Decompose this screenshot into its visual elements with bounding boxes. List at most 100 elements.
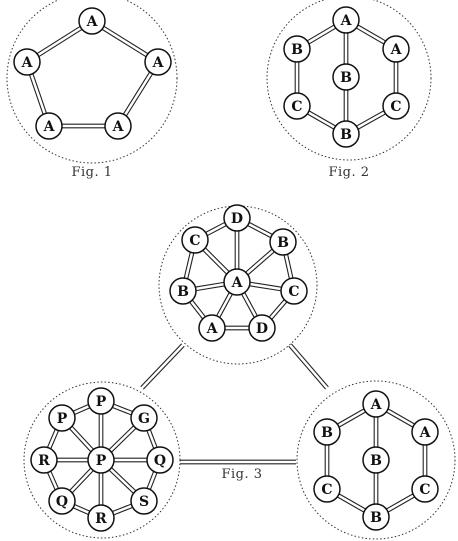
node-circle: [104, 112, 132, 140]
node-label: C: [189, 233, 200, 249]
fig3-top-node-t6: C: [280, 277, 308, 305]
edge-r5-r7: [337, 493, 366, 513]
node-circle: [411, 418, 439, 446]
node-label: A: [390, 42, 403, 58]
node-circle: [48, 404, 76, 432]
node-label: A: [206, 321, 219, 337]
edge-f1c-f1e: [122, 71, 154, 117]
edge-t4-t8: [241, 292, 258, 318]
edge-f2a-f2c: [356, 24, 386, 45]
edge-l5-l6: [114, 457, 147, 463]
fig2-node-f2d: B: [332, 63, 360, 91]
fig1-node-f1c: A: [144, 48, 172, 76]
link-top-left: [140, 343, 185, 390]
edge-f2f-f2g: [356, 110, 386, 130]
node-circle: [181, 226, 209, 254]
edge-t6-t8: [268, 299, 288, 320]
fig2-ring: [266, 0, 432, 161]
fig3-right-node-r7: B: [362, 503, 390, 531]
node-label: B: [277, 235, 289, 251]
edge-t2-t5: [183, 252, 195, 279]
link-left-right: [180, 459, 296, 465]
node-circle: [146, 446, 174, 474]
fig3-left-node-l6: Q: [146, 446, 174, 474]
fig3-left-node-l4: R: [30, 446, 58, 474]
node-label: A: [152, 55, 165, 71]
node-circle: [223, 268, 251, 296]
edge-r1-r3: [386, 408, 415, 428]
node-circle: [283, 35, 311, 63]
fig1-node-f1b: A: [13, 48, 41, 76]
edge-t1-t3: [247, 221, 273, 239]
node-label: A: [112, 119, 125, 135]
edge-t1-t2: [205, 221, 227, 237]
edge-f2d-f2g: [343, 90, 349, 121]
node-label: A: [231, 275, 244, 291]
node-circle: [223, 204, 251, 232]
node-label: C: [419, 482, 430, 498]
edge-t4-t7: [216, 292, 233, 318]
fig2-node-f2g: B: [332, 120, 360, 148]
node-circle: [87, 387, 115, 415]
fig3-left-node-l5: P: [87, 446, 115, 474]
edge-l5-l1: [98, 414, 104, 447]
node-circle: [313, 418, 341, 446]
fig3-left-node-l9: R: [87, 504, 115, 532]
edge-t4-t6: [249, 281, 282, 292]
node-label: A: [21, 55, 34, 71]
edge-l5-l9: [98, 473, 104, 505]
edge-r1-r2: [337, 408, 366, 428]
fig3-right-ring: [296, 380, 456, 540]
node-label: P: [57, 411, 68, 427]
fig3-top-ring: [158, 205, 318, 365]
fig3-right-node-r3: A: [411, 418, 439, 446]
node-circle: [313, 475, 341, 503]
fig3-right-node-r4: B: [362, 446, 390, 474]
fig3-caption: Fig. 3: [221, 467, 262, 482]
node-label: S: [139, 494, 149, 510]
fig3-left-node-l1: P: [87, 387, 115, 415]
node-circle: [248, 314, 276, 342]
edge-l5-l2: [69, 425, 94, 453]
edge-f1a-f1c: [101, 25, 149, 58]
edge-t4-t2: [202, 247, 230, 275]
fig3-right-node-r5: C: [313, 475, 341, 503]
edge-t4-t5: [195, 281, 225, 292]
edge-r4-r7: [373, 473, 379, 504]
edge-f2a-f2d: [343, 33, 349, 64]
fig2-node-f2f: C: [382, 92, 410, 120]
edge-f2a-f2b: [306, 24, 337, 45]
node-circle: [332, 6, 360, 34]
edge-t4-t1: [234, 231, 240, 269]
node-circle: [87, 446, 115, 474]
fig3-top-node-t1: D: [223, 204, 251, 232]
node-label: D: [231, 211, 243, 227]
fig3-left-node-l8: S: [130, 487, 158, 515]
node-label: Q: [154, 453, 166, 469]
edge-f1e-f1d: [62, 123, 105, 129]
node-circle: [362, 390, 390, 418]
node-label: B: [177, 284, 189, 300]
edge-f1d-f1b: [29, 73, 47, 115]
edge-t4-t3: [245, 248, 275, 276]
node-label: D: [256, 321, 268, 337]
fig3-right-node-r2: B: [313, 418, 341, 446]
node-label: G: [138, 411, 150, 427]
edge-r3-r6: [422, 445, 428, 476]
node-label: B: [370, 510, 382, 526]
node-circle: [382, 35, 410, 63]
node-circle: [169, 277, 197, 305]
fig3-top-node-t7: A: [198, 314, 226, 342]
edge-l8-l9: [112, 503, 133, 516]
fig2-node-f2b: B: [283, 35, 311, 63]
node-label: B: [370, 453, 382, 469]
edge-f2b-f2e: [294, 62, 300, 93]
node-circle: [411, 475, 439, 503]
fig3-top-node-t3: B: [269, 228, 297, 256]
node-circle: [332, 120, 360, 148]
node-label: B: [340, 70, 352, 86]
node-label: B: [321, 425, 333, 441]
node-circle: [382, 92, 410, 120]
fig1-caption: Fig. 1: [71, 165, 112, 180]
